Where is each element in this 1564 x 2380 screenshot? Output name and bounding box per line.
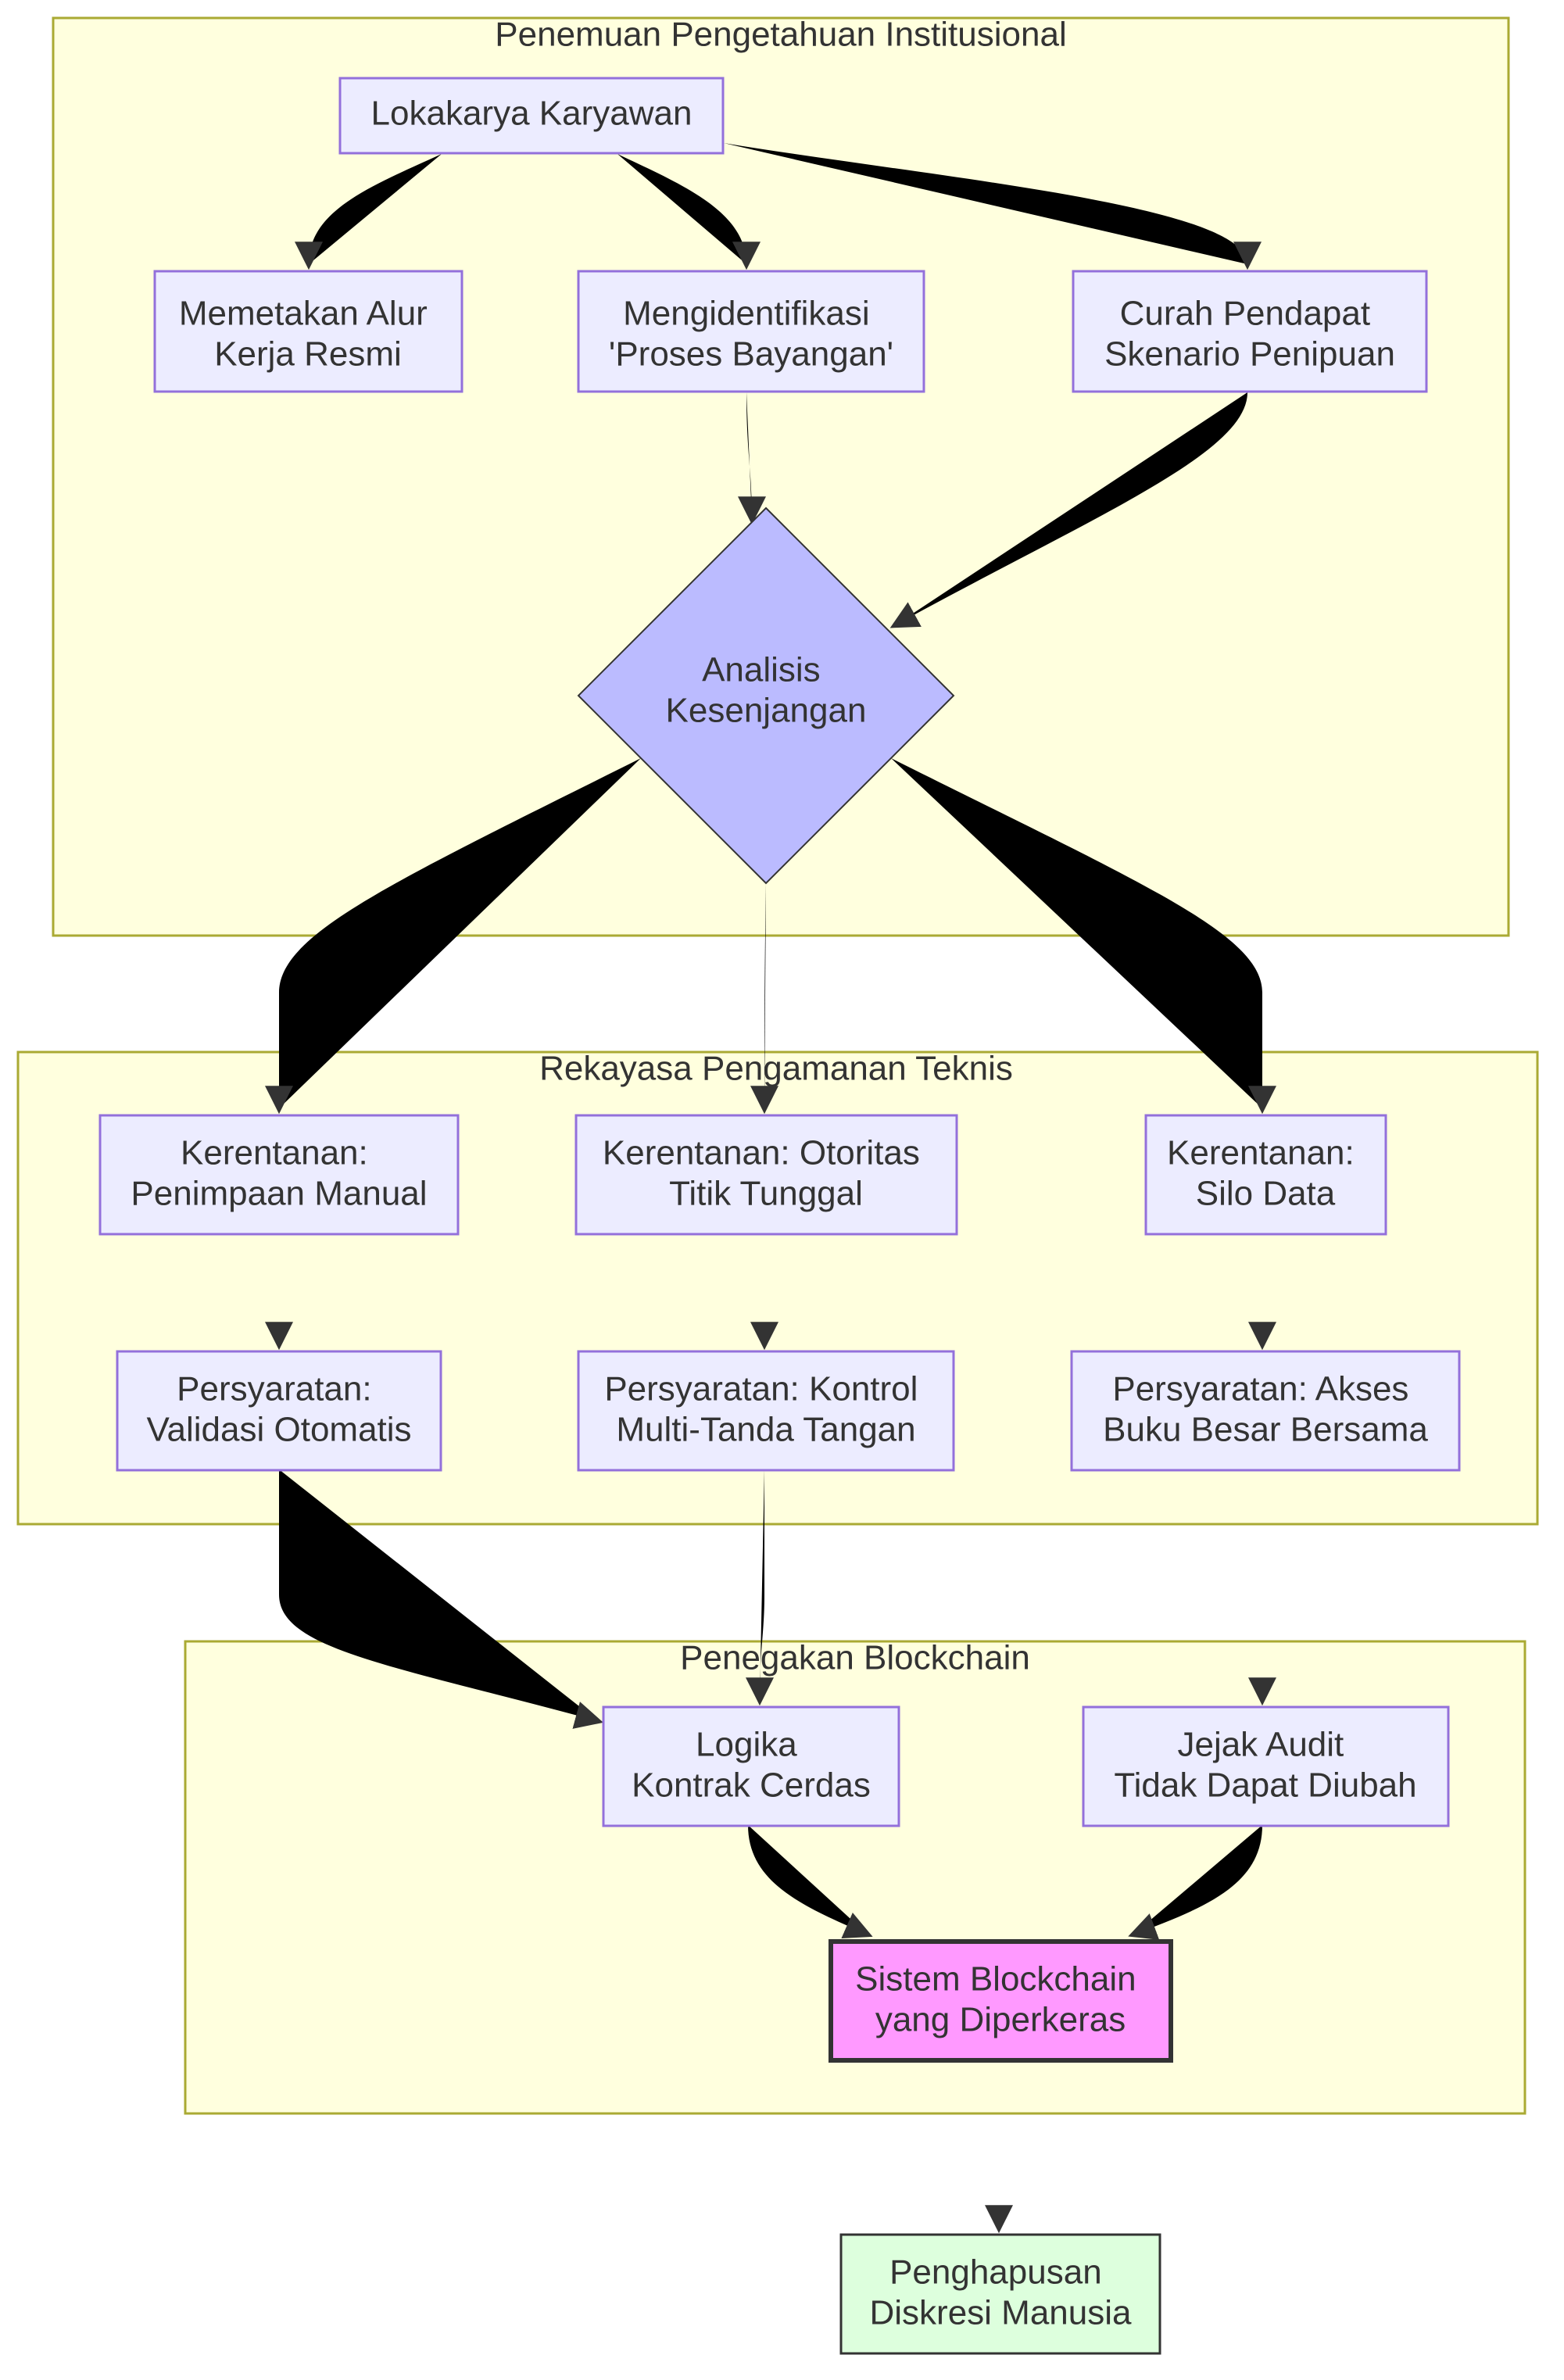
node-vuln-manual[interactable]: Kerentanan: Penimpaan Manual — [98, 1114, 460, 1236]
node-audit-line-2: Tidak Dapat Diubah — [1114, 1766, 1416, 1805]
node-gap-line-1: Analisis — [702, 651, 821, 689]
node-rledger-line-2: Buku Besar Bersama — [1103, 1411, 1428, 1449]
node-workshop[interactable]: Lokakarya Karyawan — [338, 77, 725, 155]
node-req-ledger[interactable]: Persyaratan: Akses Buku Besar Bersama — [1070, 1350, 1461, 1472]
svg-text:Penghapusan Diskresi Man: Penghapusan Diskresi Manusia — [870, 2244, 1133, 2332]
node-gap-analysis[interactable]: Analisis Kesenjangan — [577, 506, 955, 885]
node-hardened-line-2: yang Diperkeras — [875, 2001, 1126, 2039]
node-vuln-single[interactable]: Kerentanan: Otoritas Titik Tunggal — [574, 1114, 958, 1236]
node-rauto-line-1: Persyaratan: — [177, 1370, 371, 1408]
node-req-auto[interactable]: Persyaratan: Validasi Otomatis — [116, 1350, 442, 1472]
node-rauto-line-2: Validasi Otomatis — [146, 1411, 411, 1449]
node-rmulti-line-1: Persyaratan: Kontrol — [604, 1370, 918, 1408]
node-vsingle-line-2: Titik Tunggal — [669, 1175, 863, 1213]
node-vuln-silo[interactable]: Kerentanan: Silo Data — [1144, 1114, 1387, 1236]
svg-text:Analisis Kesenjangan: Analisis Kesenjangan — [666, 642, 867, 730]
edge-gap-vmanual — [265, 758, 641, 1115]
node-vsingle-line-1: Kerentanan: Otoritas — [603, 1134, 920, 1172]
node-req-multi[interactable]: Persyaratan: Kontrol Multi-Tanda Tangan — [577, 1350, 955, 1472]
node-contract-line-2: Kontrak Cerdas — [632, 1766, 871, 1805]
edge-contract-hardened — [748, 1825, 873, 1938]
node-discretion-removal[interactable]: Penghapusan Diskresi Manusia — [839, 2233, 1161, 2355]
node-shadow-line-2: 'Proses Bayangan' — [609, 335, 893, 374]
node-hardened-line-1: Sistem Blockchain — [855, 1960, 1136, 1999]
edge-audit-hardened — [1128, 1825, 1262, 1940]
svg-text:Memetakan Alur Kerja Res: Memetakan Alur Kerja Resmi — [179, 285, 437, 374]
node-rmulti-line-2: Multi-Tanda Tangan — [616, 1411, 915, 1449]
svg-text:Persyaratan: Kontrol Mul: Persyaratan: Kontrol Multi-Tanda Tangan — [604, 1361, 927, 1449]
node-vsilo-line-1: Kerentanan: — [1167, 1134, 1355, 1172]
node-shadow-process[interactable]: Mengidentifikasi 'Proses Bayangan' — [577, 270, 925, 393]
node-workshop-label: Lokakarya Karyawan — [371, 95, 693, 133]
node-vsilo-line-2: Silo Data — [1196, 1175, 1336, 1213]
svg-text:Kerentanan: Silo Data: Kerentanan: Silo Data — [1167, 1125, 1364, 1213]
svg-text:Kerentanan: Penimpaan Ma: Kerentanan: Penimpaan Manual — [131, 1125, 427, 1213]
edge-workshop-map — [295, 154, 442, 270]
svg-text:Persyaratan: Akses Buku: Persyaratan: Akses Buku Besar Bersama — [1103, 1361, 1428, 1449]
edge-workshop-shadow — [617, 154, 761, 270]
cluster-label-discovery: Penemuan Pengetahuan Institusional — [495, 16, 1066, 54]
node-fraud-line-2: Skenario Penipuan — [1104, 335, 1395, 374]
node-map-workflow[interactable]: Memetakan Alur Kerja Resmi — [153, 270, 463, 393]
svg-text:Persyaratan: Validasi Ot: Persyaratan: Validasi Otomatis — [146, 1361, 411, 1449]
svg-text:Sistem Blockchain yang D: Sistem Blockchain yang Diperkeras — [855, 1951, 1146, 2039]
node-shadow-line-1: Mengidentifikasi — [623, 295, 870, 333]
node-fraud-scenarios[interactable]: Curah Pendapat Skenario Penipuan — [1072, 270, 1428, 393]
node-removal-line-1: Penghapusan — [889, 2253, 1102, 2292]
node-hardened-system[interactable]: Sistem Blockchain yang Diperkeras — [829, 1939, 1173, 2063]
svg-text:Kerentanan: Otoritas Tit: Kerentanan: Otoritas Titik Tunggal — [603, 1125, 929, 1213]
node-vmanual-line-1: Kerentanan: — [181, 1134, 368, 1172]
node-vmanual-line-2: Penimpaan Manual — [131, 1175, 427, 1213]
edge-gap-vsilo — [891, 758, 1276, 1115]
edge-gap-vsingle — [750, 883, 779, 1115]
edges-layer — [265, 143, 1276, 2234]
edge-rmulti-contract — [746, 1469, 775, 1706]
svg-text:Logika Kontrak Cerdas: Logika Kontrak Cerdas — [632, 1716, 871, 1805]
cluster-label-enforcement: Penegakan Blockchain — [680, 1639, 1030, 1677]
node-contract-line-1: Logika — [696, 1726, 797, 1764]
node-map-line-2: Kerja Resmi — [214, 335, 402, 374]
edge-shadow-gap — [737, 392, 766, 525]
edge-fraud-gap — [889, 392, 1247, 628]
node-rledger-line-1: Persyaratan: Akses — [1112, 1370, 1408, 1408]
node-smart-contract[interactable]: Logika Kontrak Cerdas — [602, 1705, 900, 1827]
svg-text:Jejak Audit Tidak Dapat: Jejak Audit Tidak Dapat Diubah — [1114, 1716, 1416, 1805]
svg-text:Mengidentifikasi 'Proses: Mengidentifikasi 'Proses Bayangan' — [609, 285, 893, 374]
node-gap-line-2: Kesenjangan — [666, 692, 867, 730]
node-removal-line-2: Diskresi Manusia — [870, 2294, 1133, 2332]
edge-rauto-contract — [279, 1469, 603, 1729]
node-map-line-1: Memetakan Alur — [179, 295, 428, 333]
node-fraud-line-1: Curah Pendapat — [1120, 295, 1370, 333]
svg-text:Curah Pendapat Skenario: Curah Pendapat Skenario Penipuan — [1104, 285, 1395, 374]
node-audit-line-1: Jejak Audit — [1177, 1726, 1344, 1764]
node-audit-trail[interactable]: Jejak Audit Tidak Dapat Diubah — [1082, 1705, 1450, 1827]
cluster-label-engineering: Rekayasa Pengamanan Teknis — [539, 1050, 1013, 1088]
edge-workshop-fraud — [724, 143, 1262, 270]
